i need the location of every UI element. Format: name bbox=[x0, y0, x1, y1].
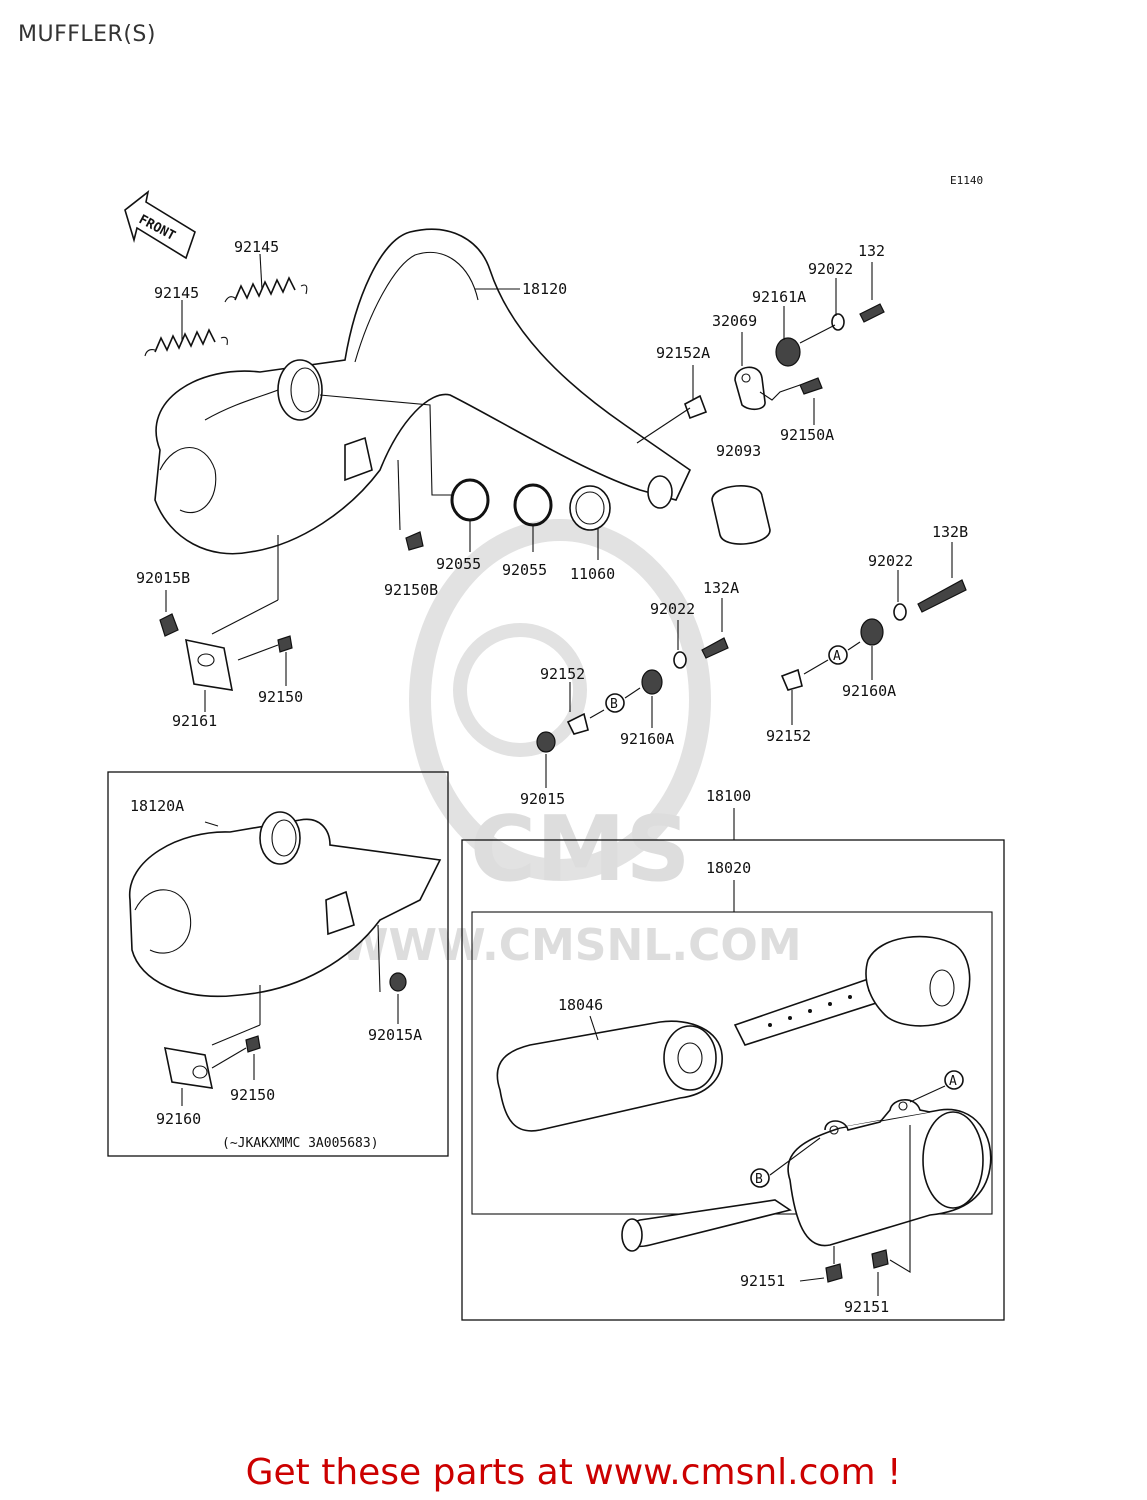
label-18120: 18120 bbox=[522, 280, 567, 298]
bolt-132-icon bbox=[859, 303, 885, 323]
label-92160A-right: 92160A bbox=[842, 682, 896, 700]
label-92015A: 92015A bbox=[368, 1026, 422, 1044]
watermark-logo: CMS bbox=[470, 797, 690, 902]
washer-icon bbox=[893, 603, 907, 621]
grommet-icon bbox=[641, 669, 663, 695]
label-92152-right: 92152 bbox=[766, 727, 811, 745]
bolt-92151-icon bbox=[871, 1249, 889, 1269]
label-92150-lower: 92150 bbox=[230, 1086, 275, 1104]
damper-92015A-icon bbox=[389, 972, 407, 992]
ref-marker-b: B bbox=[610, 697, 618, 712]
label-92150B: 92150B bbox=[384, 581, 438, 599]
washer-icon bbox=[673, 651, 687, 669]
label-92160A-mid: 92160A bbox=[620, 730, 674, 748]
bolt-92150-icon bbox=[245, 1035, 261, 1053]
page-title: MUFFLER(S) bbox=[18, 22, 156, 47]
label-92151-b: 92151 bbox=[844, 1298, 889, 1316]
damper-92015B-icon bbox=[159, 613, 179, 637]
inset-note: (~JKAKXMMC 3A005683) bbox=[222, 1136, 379, 1151]
damper-92015-icon bbox=[536, 731, 556, 753]
label-92055-a: 92055 bbox=[436, 555, 481, 573]
parts-diagram: CMS WWW.CMSNL.COM E1140 FRONT bbox=[107, 174, 1005, 1321]
ref-marker-b2: B bbox=[755, 1172, 763, 1187]
label-92150-upper: 92150 bbox=[258, 688, 303, 706]
label-92152-mid: 92152 bbox=[540, 665, 585, 683]
collar-icon bbox=[684, 394, 708, 420]
o-ring-icon bbox=[450, 478, 490, 522]
silencer-body-18100 bbox=[621, 1099, 992, 1252]
ref-marker-b2-icon bbox=[750, 1168, 770, 1188]
collar-icon bbox=[566, 712, 589, 735]
end-cap bbox=[865, 935, 971, 1027]
ref-marker-a2: A bbox=[949, 1074, 957, 1089]
label-92161A: 92161A bbox=[752, 288, 806, 306]
label-18100: 18100 bbox=[706, 787, 751, 805]
inset-box-18100 bbox=[461, 839, 1005, 1321]
bolt-132A-icon bbox=[701, 637, 729, 659]
label-18120A: 18120A bbox=[130, 797, 184, 815]
joint-92093-icon bbox=[711, 485, 771, 545]
gasket-icon bbox=[569, 485, 611, 531]
diagram-code: E1140 bbox=[950, 174, 983, 187]
bracket-92160-icon bbox=[163, 1047, 214, 1089]
ref-marker-a-icon bbox=[828, 645, 848, 665]
o-ring-icon bbox=[513, 483, 553, 527]
collar-icon bbox=[780, 668, 803, 691]
label-92022-mid: 92022 bbox=[650, 600, 695, 618]
bolt-92151-icon bbox=[825, 1263, 843, 1283]
watermark-url: WWW.CMSNL.COM bbox=[340, 920, 802, 971]
spring-icon bbox=[144, 328, 228, 357]
ref-marker-a2-icon bbox=[944, 1070, 964, 1090]
bolt-92150B-icon bbox=[405, 531, 424, 551]
inset-box-18120A bbox=[107, 771, 449, 1157]
muffler-packing-18046 bbox=[496, 1020, 723, 1132]
label-11060: 11060 bbox=[570, 565, 615, 583]
spring-icon bbox=[224, 276, 308, 303]
label-92152A: 92152A bbox=[656, 344, 710, 362]
label-92151-a: 92151 bbox=[740, 1272, 785, 1290]
grommet-92161A-icon bbox=[775, 337, 801, 367]
part-labels: 18120 92145 92145 92022 132 92161A 32069… bbox=[130, 238, 968, 1316]
label-92145-top: 92145 bbox=[234, 238, 279, 256]
label-92150A: 92150A bbox=[780, 426, 834, 444]
front-arrow-icon: FRONT bbox=[124, 190, 196, 260]
expansion-chamber-18120 bbox=[154, 228, 692, 555]
expansion-chamber-18120A bbox=[129, 811, 442, 997]
bolt-92150-icon bbox=[277, 635, 293, 653]
label-132B: 132B bbox=[932, 523, 968, 541]
label-92015B: 92015B bbox=[136, 569, 190, 587]
label-92022-top: 92022 bbox=[808, 260, 853, 278]
bracket-32069-icon bbox=[734, 366, 766, 411]
label-92093: 92093 bbox=[716, 442, 761, 460]
label-92160: 92160 bbox=[156, 1110, 201, 1128]
label-132: 132 bbox=[858, 242, 885, 260]
label-18046: 18046 bbox=[558, 996, 603, 1014]
label-92145-left: 92145 bbox=[154, 284, 199, 302]
label-18020: 18020 bbox=[706, 859, 751, 877]
label-32069: 32069 bbox=[712, 312, 757, 330]
label-92022-right: 92022 bbox=[868, 552, 913, 570]
label-92015: 92015 bbox=[520, 790, 565, 808]
grommet-icon bbox=[860, 618, 884, 646]
label-132A: 132A bbox=[703, 579, 739, 597]
label-92055-b: 92055 bbox=[502, 561, 547, 579]
bolt-92150A-icon bbox=[799, 377, 823, 395]
bolt-132B-icon bbox=[917, 579, 967, 613]
label-92161: 92161 bbox=[172, 712, 217, 730]
watermark: CMS WWW.CMSNL.COM bbox=[340, 519, 802, 971]
ref-marker-a: A bbox=[833, 649, 841, 664]
ref-marker-b-icon bbox=[605, 693, 625, 713]
bracket-92161-icon bbox=[184, 638, 233, 691]
washer-icon bbox=[831, 313, 845, 331]
footer-link[interactable]: Get these parts at www.cmsnl.com ! bbox=[245, 1452, 902, 1493]
